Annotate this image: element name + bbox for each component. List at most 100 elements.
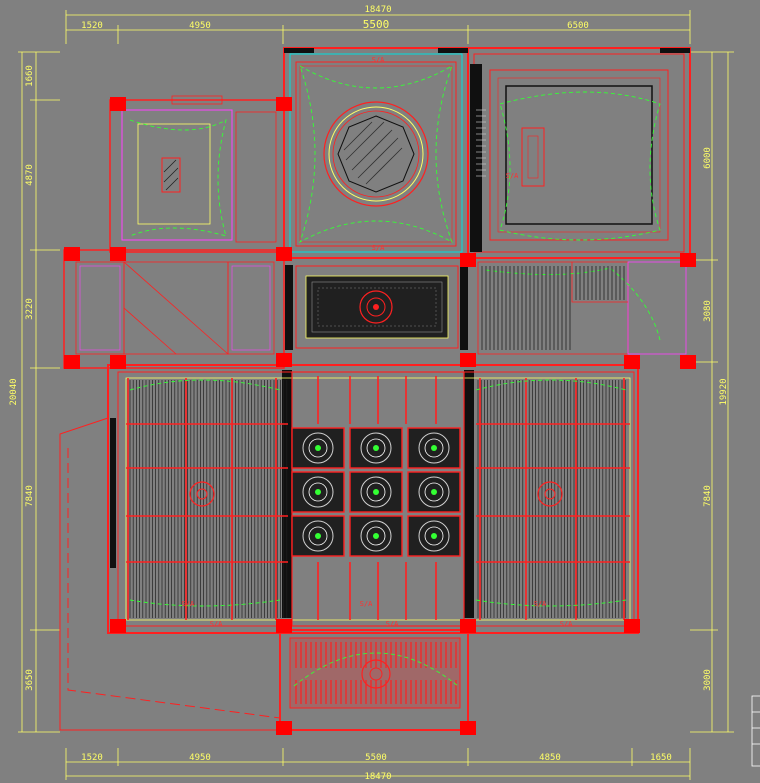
left-total-dimension: 20040	[9, 378, 19, 405]
top-dimension-chain	[65, 10, 691, 44]
slat-ceiling-middle-right	[481, 266, 625, 350]
column	[460, 253, 476, 267]
column	[110, 97, 126, 111]
room-annotation-1: S/A	[372, 56, 385, 64]
coffer-center	[373, 445, 379, 451]
bottom-room	[289, 637, 461, 709]
coffer-ring	[366, 526, 386, 546]
left-dimension-3: 3220	[25, 298, 35, 320]
column	[624, 619, 640, 633]
column	[624, 355, 640, 369]
coffer-ring	[308, 438, 328, 458]
column	[460, 619, 476, 633]
coffer-ring	[302, 476, 334, 508]
column	[680, 253, 696, 267]
coffer-center	[431, 533, 437, 539]
top-total-dimension: 18470	[364, 5, 391, 15]
column	[276, 619, 292, 633]
bottom-dimension-5: 1650	[650, 753, 672, 763]
column	[110, 619, 126, 633]
coffer-center	[315, 533, 321, 539]
column	[276, 353, 292, 367]
left-dimension-1: 1660	[25, 65, 35, 87]
coffer-ring	[308, 482, 328, 502]
room-annotation-8: S/A	[534, 600, 547, 608]
right-dimension-3: 7840	[703, 485, 713, 507]
slat-ceiling-bottom	[295, 642, 457, 704]
coffer-center	[315, 489, 321, 495]
structural-columns	[64, 97, 696, 735]
coffer-ring	[308, 526, 328, 546]
stair-hatch	[476, 109, 486, 177]
coffer-ring	[360, 520, 392, 552]
bottom-dimension-4: 4850	[539, 753, 561, 763]
room-annotation-6: S/A	[360, 600, 373, 608]
column	[460, 353, 476, 367]
coffer-center	[315, 445, 321, 451]
right-dimension-4: 3000	[703, 669, 713, 691]
room-annotation-9: S/A	[560, 620, 573, 628]
right-dimension-2: 3080	[703, 300, 713, 322]
small-hatch	[163, 159, 179, 191]
left-dimension-chain	[18, 51, 60, 733]
column	[110, 355, 126, 369]
coffer-medallions	[291, 427, 461, 557]
carpet-ceiling-room	[295, 265, 459, 349]
exterior-walls	[59, 47, 691, 731]
bottom-total-dimension: 18470	[364, 772, 391, 782]
top-right-room	[489, 69, 669, 241]
right-total-dimension: 19920	[719, 378, 729, 405]
column	[276, 97, 292, 111]
right-dimension-1: 6000	[703, 147, 713, 169]
room-annotation-3: S/A	[506, 172, 519, 180]
room-annotation-2: S/A	[372, 244, 385, 252]
top-dimension-4: 6500	[567, 21, 589, 31]
coffer-ring	[418, 520, 450, 552]
room-annotation-4: S/A	[182, 600, 195, 608]
bottom-dimension-1: 1520	[81, 753, 103, 763]
coffer-ring	[302, 520, 334, 552]
coffer-ring	[360, 476, 392, 508]
legend-box-fragment	[751, 695, 760, 767]
middle-right-room	[477, 261, 687, 355]
coffer-center	[373, 533, 379, 539]
column	[64, 355, 80, 369]
coffer-ring	[418, 476, 450, 508]
coffer-ring	[360, 432, 392, 464]
coffer-ring	[424, 438, 444, 458]
coffer-ring	[424, 482, 444, 502]
room-annotation-7: S/A	[386, 620, 399, 628]
left-dimension-2: 4870	[25, 164, 35, 186]
column	[110, 247, 126, 261]
top-dimension-1: 1520	[81, 21, 103, 31]
left-dimension-4: 7840	[25, 485, 35, 507]
coffer-center	[431, 489, 437, 495]
coffer-center	[431, 445, 437, 451]
column	[460, 721, 476, 735]
top-dimension-3: 5500	[363, 18, 390, 31]
round-ceiling-hatch	[343, 121, 403, 185]
coffer-ring	[302, 432, 334, 464]
bottom-room-overlay	[293, 652, 459, 689]
middle-left-rooms	[75, 261, 275, 355]
coffer-ring	[366, 482, 386, 502]
left-dimension-5: 3650	[25, 669, 35, 691]
top-dimension-2: 4950	[189, 21, 211, 31]
column	[64, 247, 80, 261]
hall-rosettes	[129, 379, 627, 607]
round-ceiling-room	[295, 61, 457, 247]
room-annotation-5: S/A	[210, 620, 223, 628]
coffer-ring	[424, 526, 444, 546]
hall-beam-grid	[126, 376, 630, 620]
column	[680, 355, 696, 369]
column	[276, 721, 292, 735]
coffer-center	[373, 489, 379, 495]
bottom-dimension-2: 4950	[189, 753, 211, 763]
coffer-ring	[418, 432, 450, 464]
top-left-room	[121, 95, 277, 243]
bottom-dimension-3: 5500	[365, 753, 387, 763]
bottom-dimension-chain	[65, 748, 691, 780]
column	[276, 247, 292, 261]
coffer-panel	[291, 427, 345, 469]
